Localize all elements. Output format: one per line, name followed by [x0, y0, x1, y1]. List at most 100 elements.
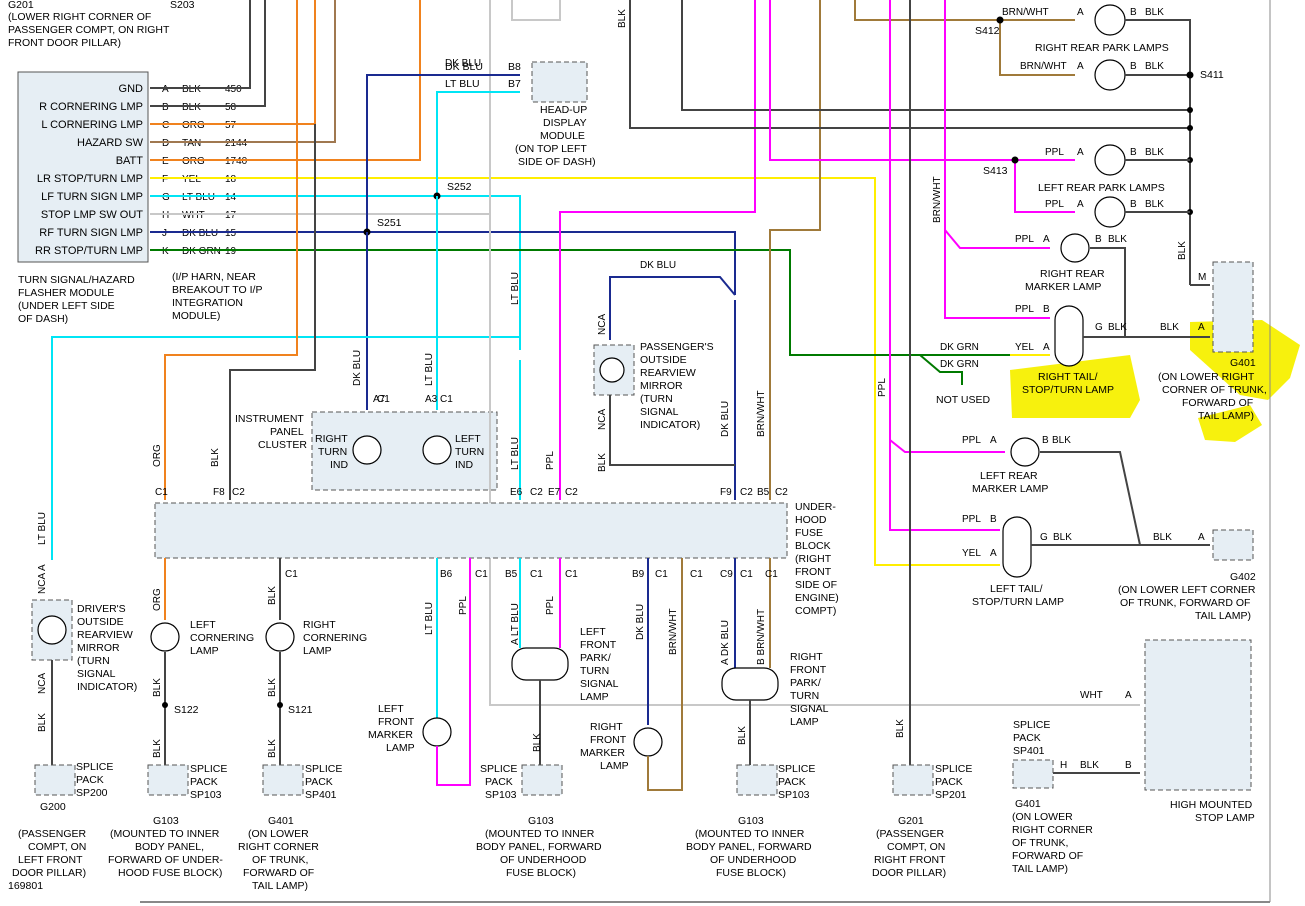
flasher-row-circuit: 57 — [225, 120, 237, 131]
svg-text:DK BLU: DK BLU — [635, 604, 646, 640]
svg-text:A: A — [1077, 147, 1084, 158]
sp103b-box — [521, 764, 563, 796]
svg-text:DOOR PILLAR): DOOR PILLAR) — [12, 867, 86, 879]
wire-wht-hmsl — [489, 214, 1140, 706]
flasher-row-pin: A — [162, 84, 169, 95]
svg-text:A: A — [990, 548, 997, 559]
svg-text:OF TRUNK,: OF TRUNK, — [1012, 837, 1068, 849]
svg-text:YEL: YEL — [962, 548, 981, 559]
svg-text:FRONT: FRONT — [790, 664, 827, 676]
splice-s413 — [1011, 156, 1019, 164]
svg-text:PPL: PPL — [877, 378, 888, 397]
svg-text:SP201: SP201 — [935, 789, 967, 801]
svg-text:INDICATOR): INDICATOR) — [640, 419, 700, 431]
svg-text:M: M — [1198, 272, 1206, 283]
flasher-row-circuit: 19 — [225, 246, 237, 257]
svg-text:DK GRN: DK GRN — [940, 359, 979, 370]
svg-text:F9: F9 — [720, 487, 732, 498]
flasher-row-circuit: 2144 — [225, 138, 248, 149]
wire-not-used — [919, 354, 963, 385]
wire-hud-dkblu — [366, 74, 520, 232]
svg-text:PPL: PPL — [962, 514, 981, 525]
svg-text:BLK: BLK — [1153, 532, 1172, 543]
svg-text:BRN/WHT: BRN/WHT — [932, 176, 943, 223]
svg-text:NCA: NCA — [597, 314, 608, 335]
svg-text:A: A — [1043, 234, 1050, 245]
svg-text:RIGHT REAR PARK LAMPS: RIGHT REAR PARK LAMPS — [1035, 42, 1169, 54]
svg-text:C1: C1 — [765, 569, 778, 580]
flasher-row-color: LT BLU — [182, 192, 215, 203]
svg-text:G103: G103 — [153, 815, 179, 827]
wire-ppl-e7 — [559, 0, 756, 500]
hmsl-box — [1144, 639, 1252, 791]
svg-text:H: H — [1060, 760, 1067, 771]
flasher-row-name: BATT — [116, 155, 144, 167]
svg-text:OUTSIDE: OUTSIDE — [640, 354, 687, 366]
flasher-row-color: TAN — [182, 138, 201, 149]
wire-blk-top1 — [629, 0, 1190, 129]
wire-ppl-lrpark — [1014, 160, 1075, 213]
svg-text:MARKER LAMP: MARKER LAMP — [1025, 281, 1101, 293]
svg-text:TURN: TURN — [580, 665, 609, 677]
svg-text:RIGHT TAIL/: RIGHT TAIL/ — [1038, 371, 1098, 383]
svg-text:CORNERING: CORNERING — [303, 632, 367, 644]
flasher-row-circuit: 14 — [225, 192, 237, 203]
svg-text:B: B — [1130, 199, 1137, 210]
svg-text:HIGH MOUNTED: HIGH MOUNTED — [1170, 799, 1253, 811]
flasher-row-pin: J — [162, 228, 167, 239]
flasher-row-pin: F — [162, 174, 168, 185]
svg-text:LT BLU: LT BLU — [37, 512, 48, 545]
svg-text:BLK: BLK — [617, 9, 628, 28]
svg-text:(ON LOWER LEFT CORNER: (ON LOWER LEFT CORNER — [1118, 584, 1256, 596]
wire-r-corner — [150, 0, 266, 107]
svg-text:HEAD-UP: HEAD-UP — [540, 104, 587, 116]
wire-wht-top — [511, 0, 561, 21]
wire-ppl-marker — [944, 0, 1050, 249]
right-cornering-lamp — [265, 622, 295, 652]
flasher-row-name: HAZARD SW — [77, 137, 144, 149]
wire-ppl-tail — [944, 230, 1050, 319]
svg-text:PACK: PACK — [935, 776, 963, 788]
svg-text:SP103: SP103 — [778, 789, 810, 801]
svg-text:STOP/TURN LAMP: STOP/TURN LAMP — [1022, 384, 1114, 396]
svg-text:A DK BLU: A DK BLU — [720, 620, 731, 665]
svg-text:G201: G201 — [898, 815, 924, 827]
flasher-row-pin: C — [162, 120, 169, 131]
svg-text:SIDE OF DASH): SIDE OF DASH) — [518, 156, 596, 168]
wire-lf-turn — [150, 195, 521, 350]
s203-label: S203 — [170, 0, 195, 11]
svg-text:S412: S412 — [975, 25, 1000, 37]
svg-text:BLK: BLK — [895, 719, 906, 738]
svg-text:SIGNAL: SIGNAL — [580, 678, 619, 690]
flasher-row-color: BLK — [182, 102, 201, 113]
sp200-box — [34, 764, 76, 796]
flasher-row-circuit: 15 — [225, 228, 237, 239]
svg-text:BLK: BLK — [1080, 760, 1099, 771]
wire-blk-right — [1125, 19, 1191, 285]
svg-text:C1: C1 — [530, 569, 543, 580]
svg-text:S413: S413 — [983, 165, 1008, 177]
svg-text:SIGNAL: SIGNAL — [77, 668, 116, 680]
svg-text:FRONT: FRONT — [590, 734, 627, 746]
svg-text:PASSENGER COMPT, ON RIGHT: PASSENGER COMPT, ON RIGHT — [8, 24, 170, 36]
flasher-row-name: L CORNERING LMP — [41, 119, 143, 131]
svg-text:A: A — [1077, 61, 1084, 72]
svg-text:ORG: ORG — [152, 588, 163, 611]
svg-text:B: B — [1095, 234, 1102, 245]
hud-module-box — [531, 61, 588, 103]
svg-text:FRONT: FRONT — [580, 639, 617, 651]
left-rear-marker-lamp — [1010, 437, 1040, 467]
svg-text:DK BLU: DK BLU — [445, 58, 481, 69]
svg-text:(ON LOWER RIGHT: (ON LOWER RIGHT — [1158, 371, 1255, 383]
svg-text:B: B — [1130, 7, 1137, 18]
svg-text:S121: S121 — [288, 704, 313, 716]
svg-text:OF TRUNK,: OF TRUNK, — [252, 854, 308, 866]
wire-ppl-lrmarker — [889, 0, 1005, 453]
svg-text:MARKER: MARKER — [368, 729, 413, 741]
left-turn-ind-bulb — [422, 435, 452, 465]
svg-text:TAIL LAMP): TAIL LAMP) — [1198, 410, 1254, 422]
svg-text:A LT BLU: A LT BLU — [510, 603, 521, 645]
svg-text:PPL: PPL — [458, 596, 469, 615]
underhood-fuse-block — [154, 502, 788, 559]
